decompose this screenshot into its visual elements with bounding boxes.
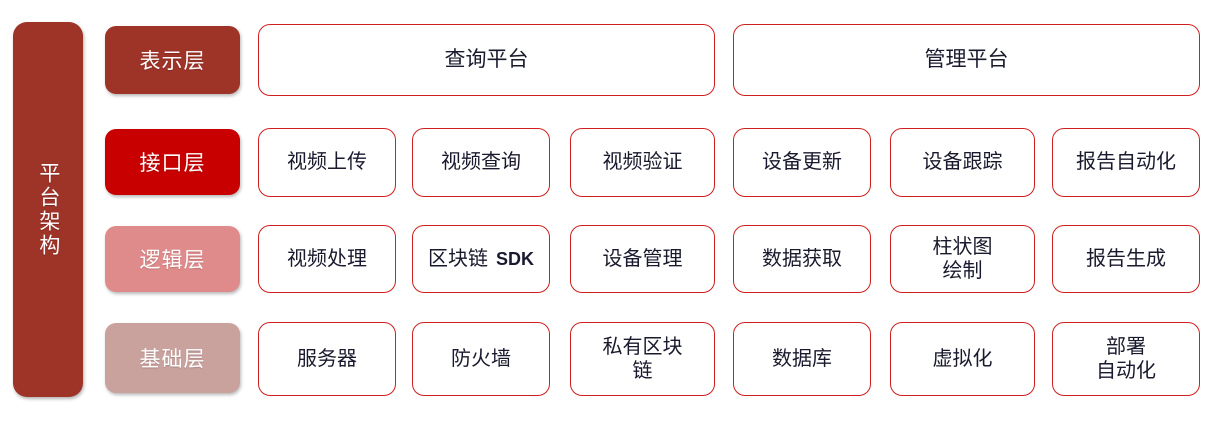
card-blockchain-sdk[interactable]: 区块链 SDK	[412, 225, 550, 293]
card-management-platform-label: 管理平台	[924, 47, 1009, 72]
card-query-platform-label: 查询平台	[444, 47, 529, 72]
card-video-verification-label: 视频验证	[602, 151, 683, 174]
card-server-label: 服务器	[297, 347, 357, 370]
card-virtualization-label: 虚拟化	[932, 347, 993, 370]
card-data-acquisition-label: 数据获取	[762, 247, 842, 270]
card-report-automation[interactable]: 报告自动化	[1052, 128, 1200, 197]
card-video-query[interactable]: 视频查询	[412, 128, 550, 197]
card-report-automation-label: 报告自动化	[1076, 151, 1176, 174]
card-private-blockchain-label: 私有区块链	[595, 335, 691, 384]
layer-tile-logic[interactable]: 逻辑层	[105, 226, 240, 292]
card-private-blockchain[interactable]: 私有区块链	[570, 322, 715, 396]
card-deployment-automation[interactable]: 部署自动化	[1052, 322, 1200, 396]
card-blockchain-sdk-label: 区块链 SDK	[420, 247, 542, 271]
layer-tile-interface-label: 接口层	[139, 151, 206, 175]
card-video-verification[interactable]: 视频验证	[570, 128, 715, 197]
layer-tile-presentation-label: 表示层	[139, 49, 206, 73]
card-query-platform[interactable]: 查询平台	[258, 24, 715, 96]
card-server[interactable]: 服务器	[258, 322, 396, 396]
layer-tile-infrastructure-label: 基础层	[139, 347, 206, 371]
card-video-query-label: 视频查询	[441, 151, 521, 174]
card-virtualization[interactable]: 虚拟化	[890, 322, 1035, 396]
card-device-tracking[interactable]: 设备跟踪	[890, 128, 1035, 197]
card-bar-chart-rendering[interactable]: 柱状图绘制	[890, 225, 1035, 293]
card-deployment-automation-line1: 部署	[1106, 335, 1146, 358]
spine-label: 平台架构	[36, 161, 61, 258]
layer-tile-interface[interactable]: 接口层	[105, 129, 240, 195]
card-database-label: 数据库	[772, 347, 832, 370]
card-private-blockchain-line2: 链	[632, 360, 653, 382]
card-blockchain-sdk-cjk: 区块链	[427, 247, 488, 270]
card-device-management[interactable]: 设备管理	[570, 225, 715, 293]
card-video-upload[interactable]: 视频上传	[258, 128, 396, 197]
card-database[interactable]: 数据库	[733, 322, 871, 396]
card-management-platform[interactable]: 管理平台	[733, 24, 1200, 96]
layer-tile-presentation[interactable]: 表示层	[105, 26, 240, 94]
card-deployment-automation-line2: 自动化	[1096, 360, 1156, 382]
card-device-management-label: 设备管理	[602, 247, 683, 270]
card-firewall[interactable]: 防火墙	[412, 322, 550, 396]
card-deployment-automation-line1-wrap: 部署自动化	[1088, 335, 1164, 384]
card-video-processing[interactable]: 视频处理	[258, 225, 396, 293]
card-bar-chart-rendering-label: 柱状图绘制	[925, 235, 1001, 284]
card-video-upload-label: 视频上传	[287, 151, 367, 174]
layer-tile-logic-label: 逻辑层	[139, 248, 206, 272]
card-device-tracking-label: 设备跟踪	[922, 151, 1003, 174]
card-private-blockchain-line1: 私有区块	[602, 335, 683, 358]
card-bar-chart-rendering-line2: 绘制	[942, 260, 983, 282]
architecture-spine: 平台架构	[13, 22, 83, 397]
layer-tile-infrastructure[interactable]: 基础层	[105, 323, 240, 393]
card-video-processing-label: 视频处理	[287, 247, 367, 270]
card-blockchain-sdk-latin: SDK	[495, 248, 534, 269]
card-bar-chart-rendering-line1: 柱状图	[932, 235, 993, 258]
card-report-generation-label: 报告生成	[1086, 247, 1166, 270]
card-data-acquisition[interactable]: 数据获取	[733, 225, 871, 293]
card-report-generation[interactable]: 报告生成	[1052, 225, 1200, 293]
card-device-update-label: 设备更新	[762, 151, 842, 174]
card-firewall-label: 防火墙	[451, 347, 511, 370]
card-device-update[interactable]: 设备更新	[733, 128, 871, 197]
